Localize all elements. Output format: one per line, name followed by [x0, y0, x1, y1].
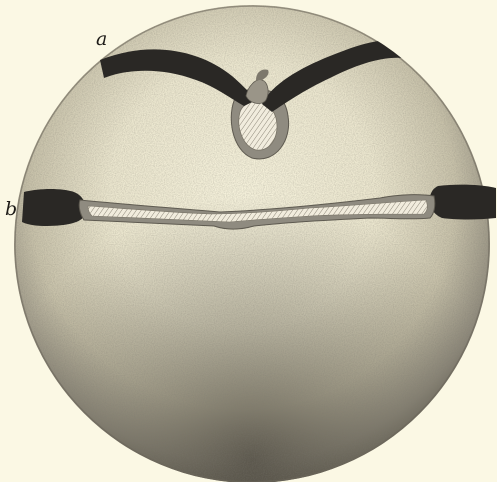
field-of-view — [14, 5, 490, 482]
label-b: b — [5, 200, 17, 219]
label-a: a — [96, 30, 107, 49]
specimen-b-left-end — [22, 189, 86, 226]
specimen-b-right-end — [430, 185, 497, 220]
